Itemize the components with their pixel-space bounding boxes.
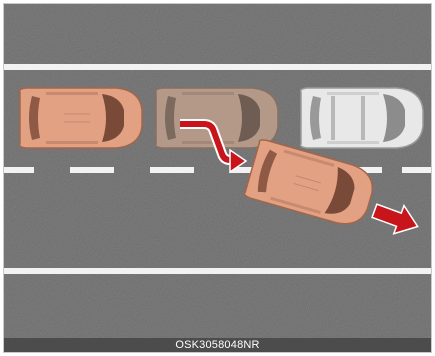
following-vehicle — [20, 88, 142, 148]
lead-vehicle — [301, 88, 423, 148]
illustration-frame: OSK3058048NR — [3, 3, 432, 353]
figure-code: OSK3058048NR — [4, 338, 431, 352]
upper-solid-lane-line — [4, 64, 432, 70]
lower-solid-lane-line — [4, 268, 432, 274]
road-scene-illustration — [4, 4, 432, 340]
